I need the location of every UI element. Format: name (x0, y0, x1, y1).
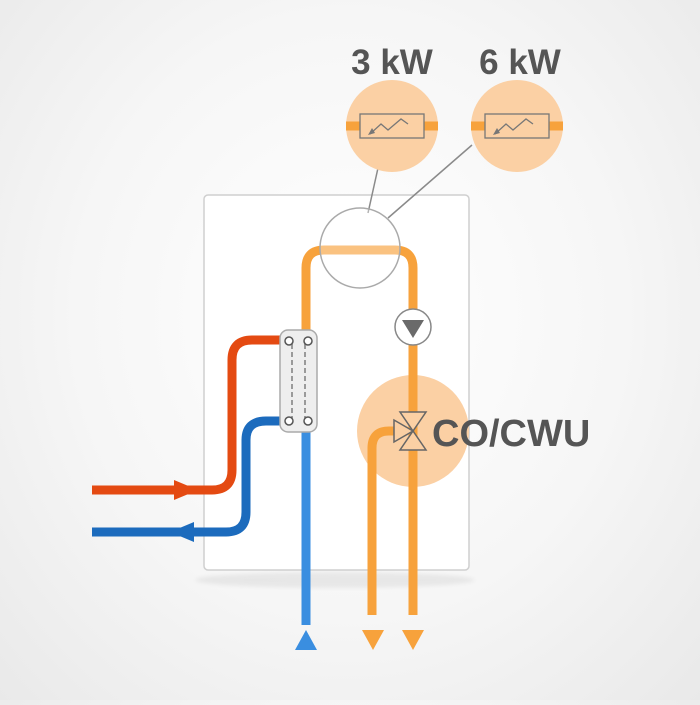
heater-3kw-label: 3 kW (351, 43, 433, 82)
connector-line-6kw (387, 144, 473, 219)
return-pipe (92, 416, 290, 537)
arrow-left-icon (170, 522, 194, 542)
arrow-down-icon (402, 630, 424, 650)
floor-shadow (195, 572, 475, 588)
arrow-up-icon (295, 630, 317, 650)
pump-icon (394, 308, 432, 346)
cwu-branch-pipe (367, 426, 400, 615)
arrow-right-icon (174, 480, 198, 500)
supply-pipe (92, 335, 290, 495)
heater-junction-circle (319, 207, 401, 289)
heat-exchanger-icon (279, 329, 318, 433)
heating-element-icon (471, 113, 563, 139)
arrow-down-icon (362, 630, 384, 650)
heating-loop-pipe (301, 245, 418, 615)
heating-element-icon (346, 113, 438, 139)
heater-6kw: 6 kW (471, 43, 563, 172)
valve-label: CO/CWU (432, 413, 590, 455)
heater-6kw-label: 6 kW (479, 43, 561, 82)
connector-line-3kw (367, 167, 379, 214)
three-way-valve-icon (393, 411, 428, 451)
heater-3kw: 3 kW (346, 43, 438, 172)
